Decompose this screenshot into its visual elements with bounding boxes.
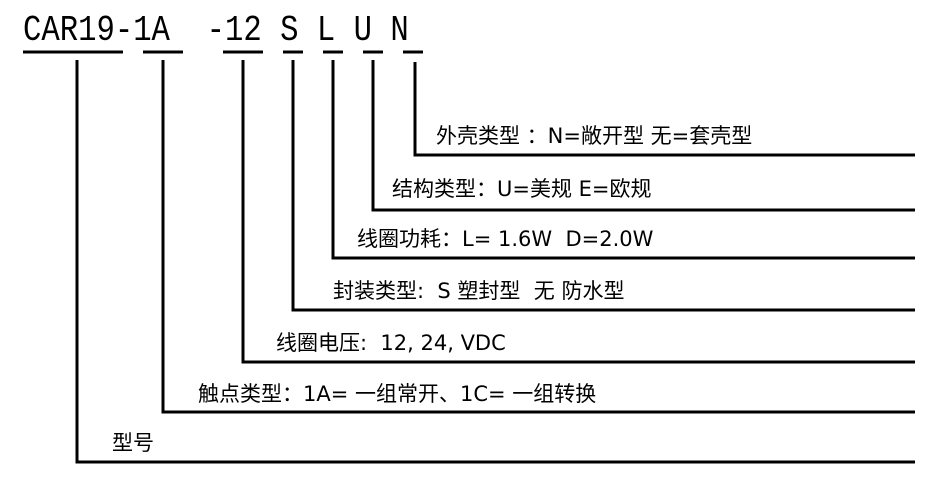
leader-package-type	[291, 60, 915, 312]
code-12: 12	[225, 10, 262, 51]
label-coil-voltage: 线圈电压: 12, 24, VDC	[276, 331, 506, 355]
model-code: CAR19-1A -12 S L U N	[23, 10, 409, 51]
leader-coil-power	[331, 60, 915, 260]
code-n: N	[390, 10, 409, 51]
label-contact-type: 触点类型：1A= 一组常开、1C= 一组转换	[198, 382, 597, 406]
leader-shell-type	[413, 62, 915, 157]
leader-structure-type	[371, 60, 915, 212]
code-1a: 1A	[133, 10, 170, 51]
leader-model	[75, 60, 915, 464]
leader-coil-voltage	[241, 60, 915, 364]
code-car19: CAR19	[23, 10, 115, 51]
leader-contact-type	[161, 60, 915, 414]
code-l: L	[316, 10, 336, 51]
code-u: U	[353, 10, 372, 51]
label-structure-type: 结构类型：U=美规 E=欧规	[392, 177, 652, 201]
label-model: 型号	[112, 431, 154, 455]
label-package-type: 封装类型: S 塑封型 无 防水型	[333, 279, 625, 303]
code-dash: -	[206, 10, 226, 51]
code-s: S	[280, 10, 299, 51]
label-shell-type: 外壳类型 ：N=敞开型 无=套壳型	[436, 124, 753, 148]
label-coil-power: 线圈功耗：L= 1.6W D=2.0W	[357, 227, 654, 251]
code-dash: -	[114, 10, 134, 51]
